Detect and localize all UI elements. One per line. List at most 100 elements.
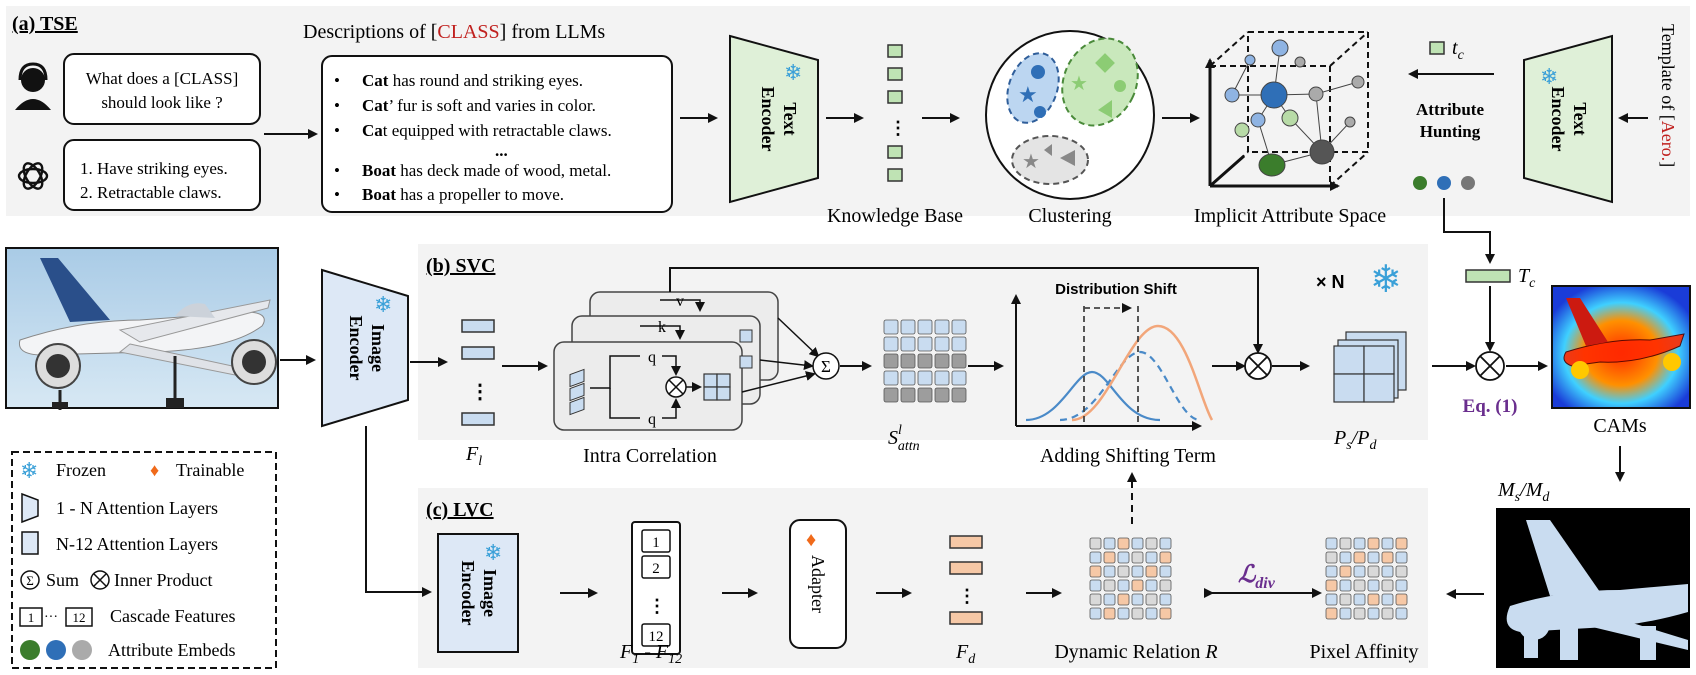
grid-cell [1145, 579, 1158, 592]
answer-line-2: 2. Retractable claws. [80, 183, 222, 202]
arrow-dots-to-tc [1443, 198, 1495, 264]
tse-panel [6, 6, 1690, 216]
legend-box [11, 451, 277, 669]
grid-cell [1353, 593, 1366, 606]
grid-cell [1325, 607, 1338, 620]
legend-attr-blue [46, 640, 66, 660]
grid-cell [917, 387, 933, 403]
legend-attr-green [20, 640, 40, 660]
grid-cell [1367, 537, 1380, 550]
grid-cell [900, 319, 916, 335]
legend-frozen: Frozen [56, 460, 106, 480]
grid-cell [1339, 607, 1352, 620]
fd-label: Fd [955, 641, 976, 667]
legend-cascade-features: Cascade Features [110, 606, 235, 626]
attr-dot-gray [1461, 176, 1475, 190]
image-encoder-shape [321, 268, 409, 428]
grid-cell [1131, 607, 1144, 620]
snowflake-icon: ❄ [1370, 259, 1402, 301]
desc-item-6: Boat has a propeller to move. [362, 185, 564, 204]
arrow-encoder-to-lvc [365, 426, 432, 597]
attribute-space-cube [1205, 31, 1369, 191]
attr-dot-green [1413, 176, 1427, 190]
grid-cell [900, 370, 916, 386]
grid-cell [900, 387, 916, 403]
legend-trainable: Trainable [176, 460, 244, 480]
grid-cell [1117, 537, 1130, 550]
question-box [63, 53, 261, 125]
fl-label: Fl [465, 443, 482, 469]
legend-cascade-from-box [19, 607, 43, 627]
grid-cell [1381, 551, 1394, 564]
kb-dots: ⋮ [889, 118, 907, 138]
desc-ellipsis: ... [495, 141, 508, 160]
grid-cell [1395, 593, 1408, 606]
grid-cell [934, 336, 950, 352]
legend-rect-icon [21, 531, 39, 555]
desc-item-1: Cat has round and striking eyes. [362, 71, 583, 90]
svg-text:★: ★ [1018, 82, 1038, 107]
distribution-shift-label: Distribution Shift [1055, 281, 1177, 298]
grid-cell [883, 387, 899, 403]
answer-box [63, 139, 261, 211]
lvc-image-encoder-label: ImageEncoder [458, 561, 500, 626]
adapter-label: Adapter [808, 555, 828, 613]
grid-cell [1353, 607, 1366, 620]
knowledge-base-label: Knowledge Base [827, 205, 963, 227]
snowflake-icon: ❄ [484, 540, 502, 565]
grid-cell [934, 319, 950, 335]
descriptions-heading: Descriptions of [CLASS] from LLMs [303, 21, 605, 43]
inner-product-cross [1248, 356, 1268, 376]
grid-cell [1159, 551, 1172, 564]
grid-cell [951, 387, 967, 403]
grid-cell [951, 319, 967, 335]
legend-cascade-from: 1 [28, 610, 35, 625]
grid-cell [1339, 551, 1352, 564]
grid-cell [1117, 579, 1130, 592]
grid-cell [1353, 551, 1366, 564]
grid-cell [1367, 551, 1380, 564]
grid-cell [934, 370, 950, 386]
grid-cell [1381, 579, 1394, 592]
grid-cell [1145, 565, 1158, 578]
grid-cell [1339, 579, 1352, 592]
svg-text:12: 12 [649, 629, 664, 645]
grid-cell [1159, 579, 1172, 592]
grid-cell [883, 319, 899, 335]
svg-text:v: v [676, 293, 684, 310]
grid-cell [934, 387, 950, 403]
cascade-features: 1 2 12 ⋮ [631, 521, 681, 655]
grid-cell [1103, 579, 1116, 592]
input-airplane-image [5, 247, 279, 410]
lvc-panel [418, 488, 1428, 668]
grid-cell [1367, 565, 1380, 578]
grid-cell [1159, 565, 1172, 578]
grid-cell [951, 370, 967, 386]
snowflake-icon: ❄ [784, 60, 802, 85]
svc-title: (b) SVC [426, 255, 495, 277]
clustering-label: Clustering [1028, 205, 1111, 227]
desc-item-2: Cat’ fur is soft and varies in color. [362, 96, 596, 115]
knowledge-base-stack [887, 44, 903, 182]
grid-cell [1395, 565, 1408, 578]
grid-cell [1339, 593, 1352, 606]
pixel-affinity-grid [1325, 537, 1408, 620]
grid-cell [1145, 607, 1158, 620]
svg-text:k: k [658, 319, 666, 336]
grid-cell [1159, 537, 1172, 550]
grid-cell [1381, 607, 1394, 620]
grid-cell [1117, 607, 1130, 620]
clustering-graphic: ★ ★ ★ [985, 30, 1155, 200]
answer-line-1: 1. Have striking eyes. [80, 159, 228, 178]
grid-cell [1089, 565, 1102, 578]
arrow-card2-to-sum [759, 359, 814, 371]
grid-cell [1381, 565, 1394, 578]
grid-cell [1353, 565, 1366, 578]
intra-correlation-block: v k q q [553, 291, 779, 431]
segmentation-mask [1496, 508, 1690, 668]
tc-label: tc [1452, 37, 1465, 63]
ldiv-label: ℒdiv [1238, 562, 1276, 592]
ps-pd-maps [1333, 331, 1407, 403]
